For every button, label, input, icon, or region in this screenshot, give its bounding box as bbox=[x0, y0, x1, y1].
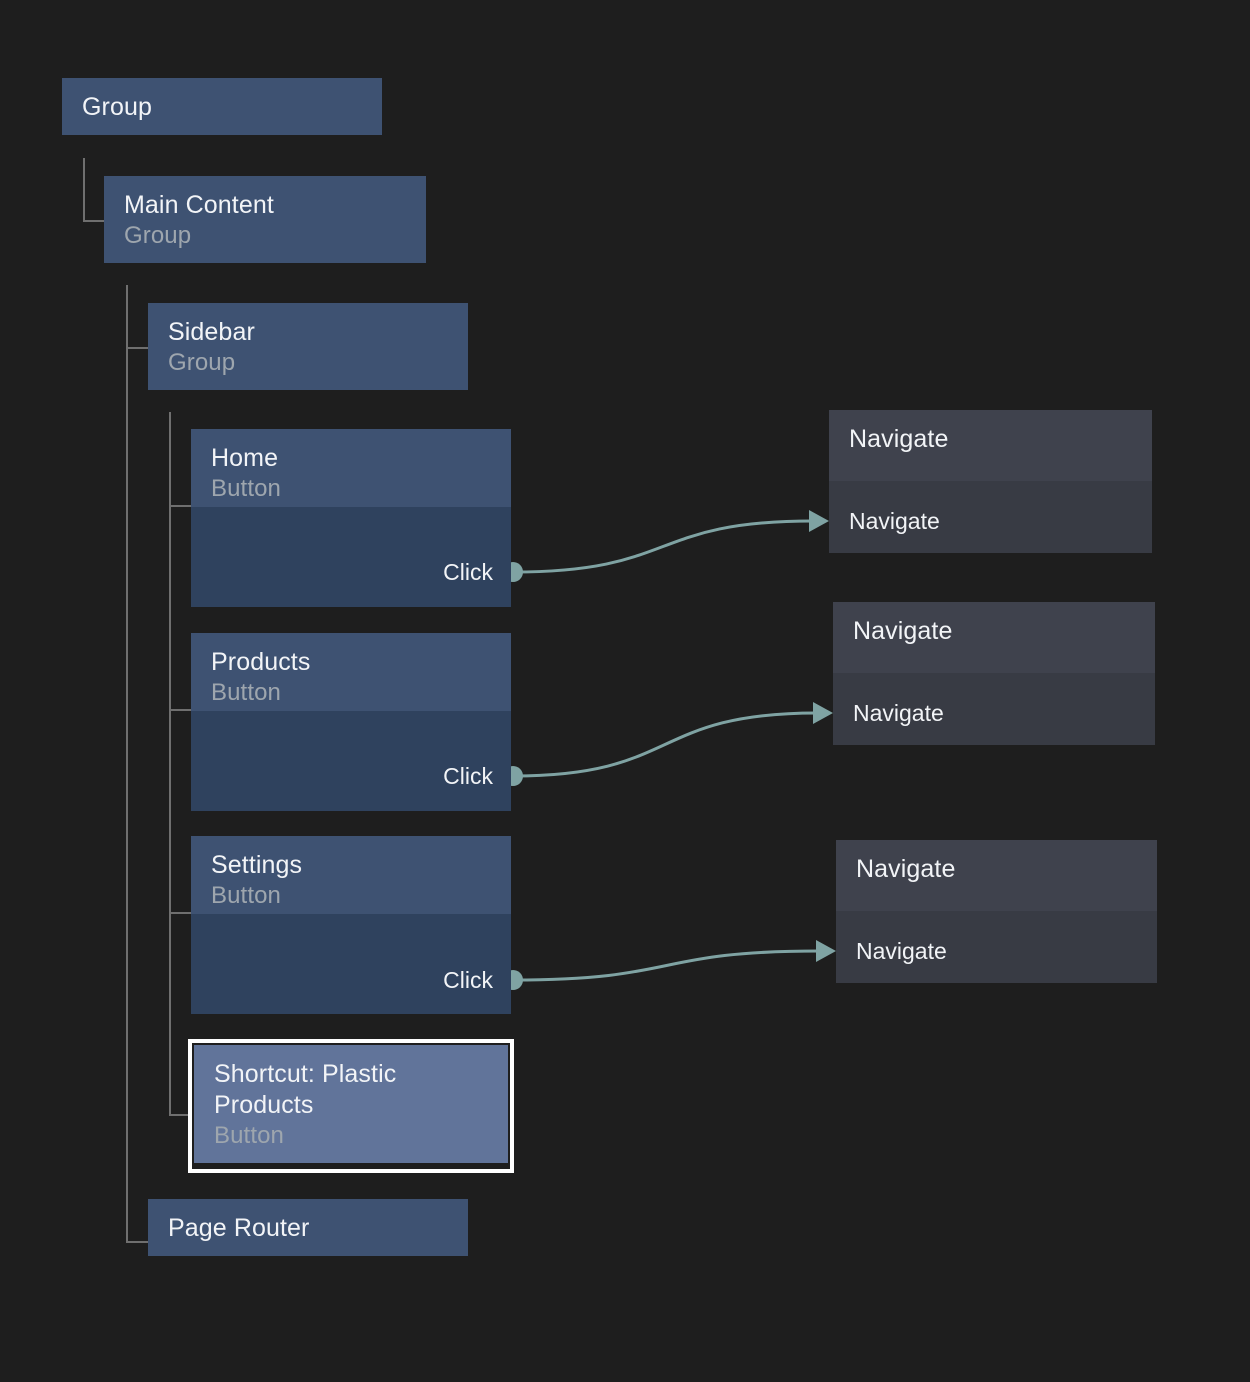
settings-button-node-body: Click bbox=[191, 914, 511, 1014]
guide-sidebar-to-products-horizontal bbox=[169, 709, 191, 711]
navigate-action-node-2-title: Navigate bbox=[853, 617, 953, 645]
settings-button-node-click-port-label: Click bbox=[443, 967, 493, 993]
root-group-node[interactable]: Group bbox=[62, 78, 382, 152]
navigate-action-node-3-header: Navigate bbox=[836, 840, 1157, 911]
navigate-action-node-3-body: Navigate bbox=[836, 911, 1157, 983]
navigate-action-node-1-header: Navigate bbox=[829, 410, 1152, 481]
edge-products-click-to-navigate-2 bbox=[503, 702, 833, 786]
home-button-node-click-port-label: Click bbox=[443, 559, 493, 585]
guide-root-to-main-content-vertical bbox=[83, 158, 85, 222]
edge-settings-click-to-navigate-3-arrowhead bbox=[816, 940, 836, 962]
guide-sidebar-to-home-horizontal bbox=[169, 505, 191, 507]
edge-home-click-to-navigate-1-path bbox=[511, 519, 815, 574]
guide-main-trunk-to-router-vertical bbox=[126, 285, 128, 1243]
main-content-type: Group bbox=[124, 222, 192, 249]
guide-main-to-sidebar-horizontal bbox=[126, 347, 148, 349]
guide-sidebar-to-settings-horizontal bbox=[169, 912, 191, 914]
sidebar-group-node[interactable]: Sidebar Group bbox=[148, 303, 468, 406]
edge-settings-click-to-navigate-3-path bbox=[511, 949, 822, 982]
edge-home-click-to-navigate-1 bbox=[503, 510, 829, 582]
navigate-action-node-1-body: Navigate bbox=[829, 481, 1152, 553]
products-button-node-click-port-label: Click bbox=[443, 763, 493, 789]
products-button-node-body: Click bbox=[191, 711, 511, 811]
navigate-action-node-2-input-port-label[interactable]: Navigate bbox=[853, 700, 944, 726]
sidebar-title: Sidebar bbox=[168, 318, 255, 346]
shortcut-plastic-products-header: Shortcut: Plastic Products Button bbox=[194, 1045, 508, 1163]
edge-settings-click-to-navigate-3 bbox=[503, 940, 836, 990]
navigate-action-node-2-body: Navigate bbox=[833, 673, 1155, 745]
guide-sidebar-trunk-vertical bbox=[169, 412, 171, 1116]
navigate-action-node-2-header: Navigate bbox=[833, 602, 1155, 673]
navigate-action-node-1-input-port-label[interactable]: Navigate bbox=[849, 508, 940, 534]
main-content-group-node[interactable]: Main Content Group bbox=[104, 176, 426, 279]
guide-root-to-main-content-horizontal bbox=[83, 220, 105, 222]
page-router-title: Page Router bbox=[168, 1214, 310, 1242]
settings-button-node-title: Settings bbox=[211, 851, 303, 879]
products-button-node-click-port[interactable]: Click bbox=[443, 763, 493, 789]
main-content-title: Main Content bbox=[124, 191, 274, 219]
edge-products-click-to-navigate-2-path bbox=[511, 711, 819, 778]
navigate-action-node-3-input-port-label[interactable]: Navigate bbox=[856, 938, 947, 964]
shortcut-plastic-products-node[interactable]: Shortcut: Plastic Products Button bbox=[188, 1039, 514, 1173]
sidebar-type: Group bbox=[168, 349, 236, 376]
products-button-node-type: Button bbox=[211, 679, 281, 706]
home-button-node-type: Button bbox=[211, 475, 281, 502]
shortcut-plastic-products-type: Button bbox=[214, 1122, 284, 1149]
products-button-node-title: Products bbox=[211, 648, 311, 676]
page-router-header: Page Router bbox=[148, 1199, 468, 1256]
sidebar-header: Sidebar Group bbox=[148, 303, 468, 390]
home-button-node-title: Home bbox=[211, 444, 279, 472]
home-button-node-click-port[interactable]: Click bbox=[443, 559, 493, 585]
page-router-node[interactable]: Page Router bbox=[148, 1199, 468, 1271]
main-content-header: Main Content Group bbox=[104, 176, 426, 263]
guide-sidebar-to-shortcut-horizontal bbox=[169, 1114, 191, 1116]
home-button-node-body: Click bbox=[191, 507, 511, 607]
root-group-title: Group bbox=[82, 93, 152, 121]
edge-products-click-to-navigate-2-arrowhead bbox=[813, 702, 833, 724]
navigate-action-node-3-title: Navigate bbox=[856, 855, 956, 883]
settings-button-node-click-port[interactable]: Click bbox=[443, 967, 493, 993]
shortcut-plastic-products-title: Shortcut: Plastic Products bbox=[214, 1060, 397, 1119]
navigate-action-node-1-title: Navigate bbox=[849, 425, 949, 453]
root-group-header: Group bbox=[62, 78, 382, 135]
settings-button-node-type: Button bbox=[211, 882, 281, 909]
guide-main-trunk-to-router-horizontal bbox=[126, 1241, 148, 1243]
edge-home-click-to-navigate-1-arrowhead bbox=[809, 510, 829, 532]
